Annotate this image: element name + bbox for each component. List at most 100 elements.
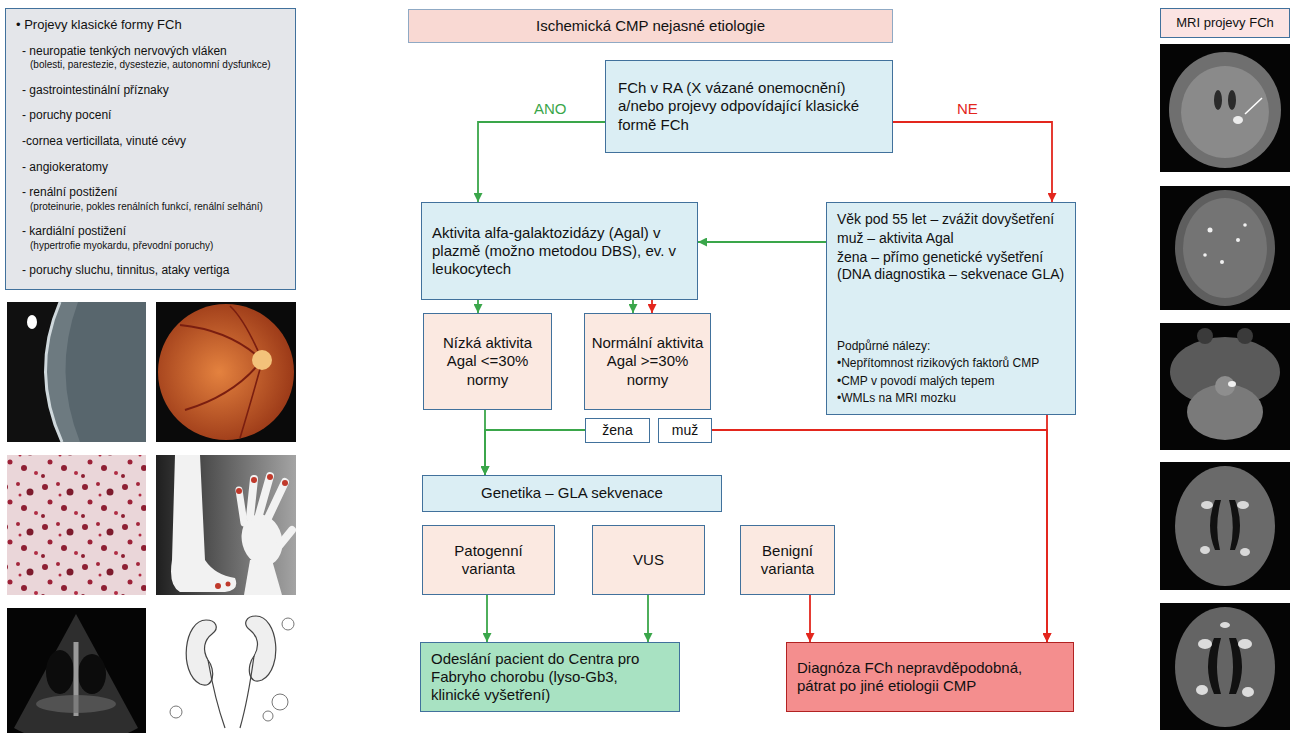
photo-ground bbox=[156, 302, 296, 442]
mri-heading-box: MRI projevy FCh bbox=[1160, 8, 1290, 38]
box-text: MRI projevy FCh bbox=[1165, 15, 1285, 31]
flow-arrow bbox=[632, 300, 634, 313]
process-box: Věk pod 55 let – zvážit dovyšetření muž –… bbox=[826, 202, 1076, 415]
result-box: VUS bbox=[592, 525, 705, 595]
flow-arrow bbox=[712, 430, 1047, 642]
mri-ground bbox=[1160, 323, 1290, 450]
lesion bbox=[1233, 116, 1243, 124]
white-matter-lesion bbox=[1240, 548, 1250, 556]
mri-image bbox=[1160, 44, 1290, 172]
kidney-drawing bbox=[156, 608, 296, 733]
white-matter-lesion bbox=[1237, 501, 1249, 509]
ureter bbox=[208, 660, 225, 728]
finger bbox=[250, 479, 254, 517]
finger bbox=[239, 490, 244, 523]
kidney bbox=[186, 620, 216, 685]
process-box: Genetika – GLA sekvenace bbox=[422, 475, 722, 512]
symptom-list-box: • Projevy klasické formy FCh - neuropatie… bbox=[5, 8, 296, 290]
white-matter-lesion bbox=[1242, 687, 1254, 697]
brain bbox=[1175, 190, 1275, 306]
white-matter-lesion bbox=[1200, 546, 1210, 554]
cyst bbox=[263, 711, 273, 721]
mri-image bbox=[1160, 603, 1290, 730]
white-matter-lesion bbox=[1196, 685, 1208, 695]
mri-ground bbox=[1160, 186, 1290, 310]
box-text: Benigní varianta bbox=[746, 542, 829, 579]
skin bbox=[7, 455, 146, 595]
box-text: FCh v RA (X vázané onemocnění) a/nebo pr… bbox=[618, 79, 880, 134]
white-matter-lesion bbox=[1198, 639, 1212, 649]
mri-image bbox=[1160, 323, 1290, 450]
list-item: - kardiální postižení bbox=[16, 224, 287, 239]
foot bbox=[171, 455, 236, 592]
angiokeratoma-photo bbox=[7, 455, 146, 595]
finger bbox=[259, 476, 270, 515]
eye-photo bbox=[7, 302, 146, 442]
box-text: Odeslání pacient do Centra pro Fabryho c… bbox=[431, 650, 669, 705]
retinal-vessel bbox=[180, 325, 262, 360]
flow-arrow bbox=[477, 300, 479, 313]
white-matter-lesion bbox=[1220, 622, 1230, 628]
box-text: Genetika – GLA sekvenace bbox=[431, 484, 713, 502]
red-spot bbox=[267, 474, 273, 480]
box-text: Patogenní varianta bbox=[429, 542, 548, 579]
outcome-box: Diagnóza FCh nepravděpodobná, pátrat po … bbox=[786, 642, 1074, 712]
outcome-box: Odeslání pacient do Centra pro Fabryho c… bbox=[420, 642, 680, 712]
sex-box: žena bbox=[585, 418, 650, 443]
result-box: Normální aktivita Agal >=30% normy bbox=[584, 313, 711, 410]
list-item: - neuropatie tenkých nervových vláken bbox=[16, 44, 287, 59]
list-item: - angiokeratomy bbox=[16, 160, 287, 175]
mri-ground bbox=[1160, 44, 1290, 172]
light-reflex bbox=[27, 315, 37, 329]
lesion bbox=[1220, 260, 1224, 264]
box-text: Normální aktivita Agal >=30% normy bbox=[591, 334, 704, 389]
box-text: VUS bbox=[599, 551, 698, 569]
retinal-vessel bbox=[240, 362, 262, 438]
box-text: •CMP v povodí malých tepem bbox=[837, 374, 1067, 389]
lesion bbox=[1208, 228, 1213, 233]
retina bbox=[158, 304, 294, 440]
box-text: Diagnóza FCh nepravděpodobná, pátrat po … bbox=[797, 659, 1063, 696]
cyst bbox=[272, 694, 288, 710]
angiokeratomas bbox=[7, 455, 146, 595]
box-text: Aktivita alfa-galaktozidázy (Agal) v pla… bbox=[432, 224, 687, 279]
flow-arrow bbox=[1046, 415, 1048, 642]
box-text: Nízká aktivita Agal <=30% normy bbox=[430, 334, 545, 389]
lesion bbox=[1228, 381, 1236, 387]
ureter bbox=[240, 656, 254, 728]
list-item: - gastrointestinální příznaky bbox=[16, 83, 287, 98]
flow-arrow bbox=[478, 122, 605, 202]
brain bbox=[1175, 466, 1275, 586]
list-item: (bolesti, parestezie, dysestezie, autono… bbox=[16, 59, 287, 71]
red-spot bbox=[226, 582, 231, 587]
box-text: Ischemická CMP nejasné etiologie bbox=[417, 17, 884, 35]
box-text: muž – aktivita Agal bbox=[837, 230, 1067, 247]
box-text: •Nepřítomnost rizikových faktorů CMP bbox=[837, 356, 1067, 371]
cyst bbox=[282, 618, 294, 630]
result-box: Benigní varianta bbox=[740, 525, 835, 595]
brain bbox=[1169, 52, 1281, 168]
list-heading: • Projevy klasické formy FCh bbox=[16, 17, 287, 33]
hands-feet-photo bbox=[156, 455, 296, 595]
box-text: Podpůrné nálezy: bbox=[837, 339, 1067, 354]
mri-ground bbox=[1160, 603, 1290, 730]
cornea bbox=[45, 302, 146, 442]
flow-arrow bbox=[486, 595, 488, 642]
brain bbox=[1175, 607, 1275, 727]
list-item: (hypertrofie myokardu, převodní poruchy) bbox=[16, 240, 287, 252]
white-matter-lesion bbox=[1238, 639, 1252, 649]
slit-beam bbox=[45, 302, 62, 442]
myocardium bbox=[36, 695, 116, 713]
box-text: Věk pod 55 let – zvážit dovyšetření bbox=[837, 211, 1067, 228]
brain-tissue bbox=[1183, 198, 1267, 298]
flow-arrow bbox=[651, 300, 653, 313]
ventricle bbox=[1214, 90, 1222, 110]
mri-image bbox=[1160, 186, 1290, 310]
edge-label: NE bbox=[955, 101, 980, 118]
heart-chamber bbox=[78, 654, 106, 694]
box-text: •WMLs na MRI mozku bbox=[837, 391, 1067, 406]
photo-ground bbox=[156, 455, 296, 595]
lens bbox=[65, 302, 146, 442]
cyst bbox=[170, 706, 182, 718]
